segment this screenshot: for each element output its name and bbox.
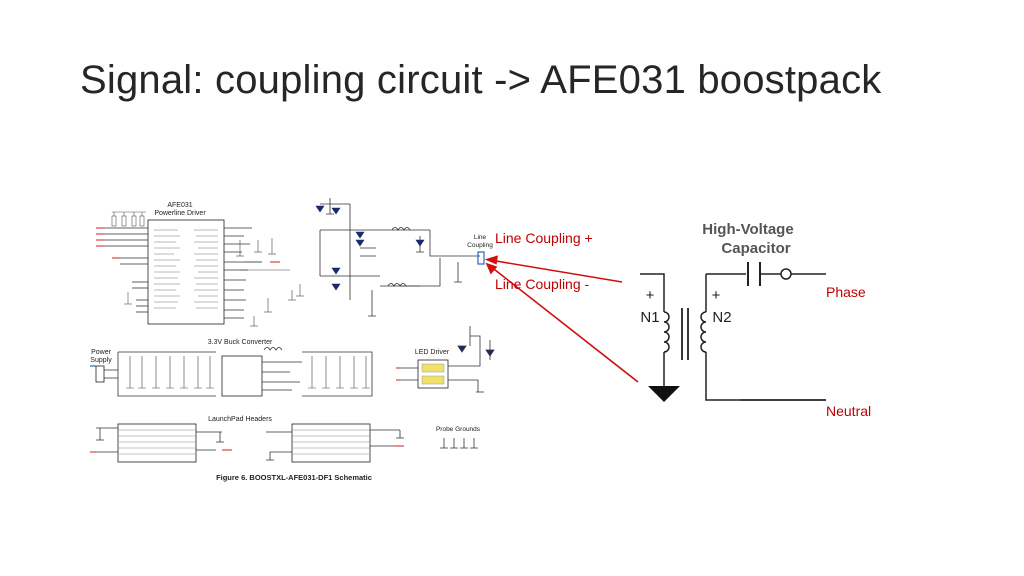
powerline-driver-label: Powerline Driver (154, 210, 206, 217)
output-stage (319, 198, 480, 317)
arrow-head-plus (484, 255, 498, 265)
led-driver-label: LED Driver (415, 349, 450, 356)
callout-arrows (484, 255, 639, 383)
afe031-label: AFE031 (167, 202, 192, 209)
line-coupling-minus-label: Line Coupling - (495, 276, 590, 292)
probe-grounds-label: Probe Grounds (436, 426, 481, 433)
line-coupling-plus-label: Line Coupling + (495, 230, 593, 246)
line-coupling-label-1: Line (474, 234, 487, 241)
afe031-schematic (90, 198, 495, 463)
probe-grounds (440, 438, 478, 449)
afe031-chip (104, 219, 262, 325)
arrow-line-plus (489, 259, 623, 283)
led-driver (396, 326, 495, 393)
line-coupling-label-2: Coupling (467, 242, 493, 249)
buck-converter (90, 347, 373, 397)
power-supply-label-2: Supply (90, 357, 112, 364)
ground-icon (648, 386, 680, 402)
coupling-transformer-diagram (640, 222, 830, 422)
figure-caption: Figure 6. BOOSTXL-AFE031-DF1 Schematic (216, 473, 372, 482)
secondary-winding (700, 311, 707, 353)
hv-capacitor-label-1: High-Voltage (702, 221, 793, 238)
slide-title: Signal: coupling circuit -> AFE031 boost… (80, 58, 882, 102)
hv-capacitor-label-2: Capacitor (721, 240, 790, 257)
buck-converter-label: 3.3V Buck Converter (208, 339, 273, 346)
primary-plus-sign: + (646, 287, 655, 304)
n2-label: N2 (712, 309, 731, 326)
arrow-head-minus (485, 262, 498, 275)
neutral-label: Neutral (826, 403, 871, 419)
secondary-plus-sign: + (712, 287, 721, 304)
arrow-line-minus (489, 265, 639, 383)
power-supply-label-1: Power (91, 349, 112, 356)
launchpad-headers-label: LaunchPad Headers (208, 416, 272, 423)
launchpad-headers (90, 423, 404, 463)
primary-winding (663, 311, 670, 353)
n1-label: N1 (640, 309, 659, 326)
phase-label: Phase (826, 284, 866, 300)
